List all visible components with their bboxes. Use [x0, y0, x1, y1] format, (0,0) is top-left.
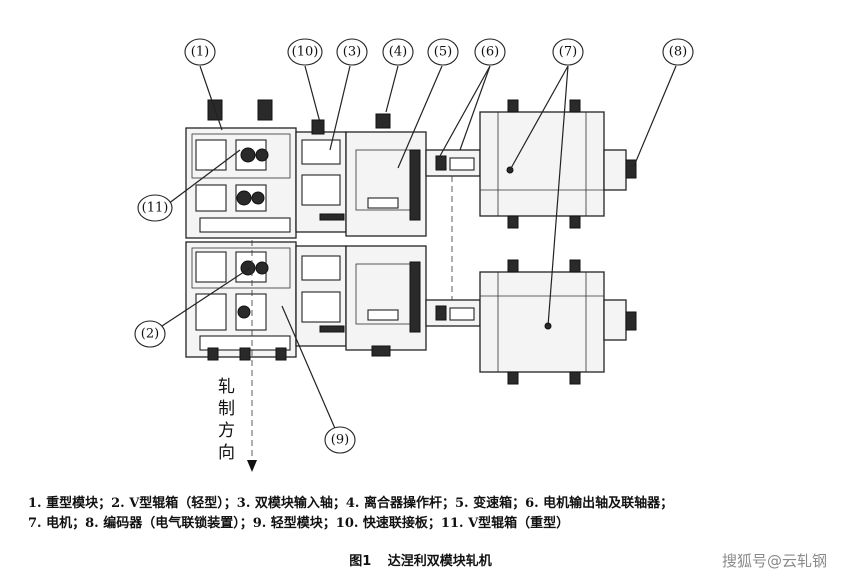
svg-text:(9): (9) — [331, 433, 349, 448]
rolling-direction-arrow — [247, 240, 257, 472]
gearbox-lower-5 — [345, 245, 427, 357]
motor-upper-7 — [479, 99, 605, 229]
svg-text:制: 制 — [218, 399, 235, 419]
callout-2: (2) — [134, 320, 166, 348]
svg-text:(11): (11) — [142, 201, 169, 216]
rolling-direction-label: 轧 制 方 向 — [218, 377, 235, 463]
callout-5: (5) — [427, 38, 459, 66]
watermark: 搜狐号@云轧钢 — [721, 552, 827, 570]
motor-lower-7 — [479, 259, 605, 385]
svg-text:(1): (1) — [191, 45, 209, 60]
svg-text:(4): (4) — [389, 45, 407, 60]
figure-number: 图1 — [349, 554, 372, 569]
svg-text:(10): (10) — [292, 45, 319, 60]
svg-text:(7): (7) — [559, 45, 577, 60]
callout-10: (10) — [287, 38, 323, 66]
svg-text:(8): (8) — [669, 45, 687, 60]
svg-text:(3): (3) — [343, 45, 361, 60]
callout-3: (3) — [336, 38, 368, 66]
gearbox-upper-5 — [345, 113, 427, 237]
legend-line-2: 7. 电机；8. 编码器（电气联锁装置）；9. 轻型模块；10. 快速联接板；1… — [28, 516, 570, 531]
input-shaft-assembly-3 — [295, 119, 347, 347]
callout-6: (6) — [474, 38, 506, 66]
svg-text:(6): (6) — [481, 45, 499, 60]
svg-text:方: 方 — [218, 421, 235, 441]
legend-line-1: 1. 重型模块；2. V型辊箱（轻型）；3. 双模块输入轴；4. 离合器操作杆；… — [28, 496, 674, 511]
figure-title: 达涅利双模块轧机 — [387, 554, 492, 569]
callout-4: (4) — [382, 38, 414, 66]
callout-11: (11) — [137, 194, 173, 222]
legend: 1. 重型模块；2. V型辊箱（轻型）；3. 双模块输入轴；4. 离合器操作杆；… — [28, 494, 828, 534]
svg-text:轧: 轧 — [218, 377, 235, 397]
light-module-9 — [185, 241, 297, 361]
callout-7: (7) — [552, 38, 584, 66]
callout-1: (1) — [184, 38, 216, 66]
leader-lines — [161, 65, 677, 441]
callout-8: (8) — [662, 38, 694, 66]
svg-text:(2): (2) — [141, 327, 159, 342]
svg-text:(5): (5) — [434, 45, 452, 60]
callout-9: (9) — [324, 426, 356, 454]
heavy-module-1 — [185, 99, 297, 239]
encoder-8 — [603, 149, 637, 341]
svg-text:向: 向 — [218, 443, 235, 463]
figure-caption: 图1 达涅利双模块轧机 — [0, 550, 841, 569]
couplings-6 — [425, 149, 481, 327]
